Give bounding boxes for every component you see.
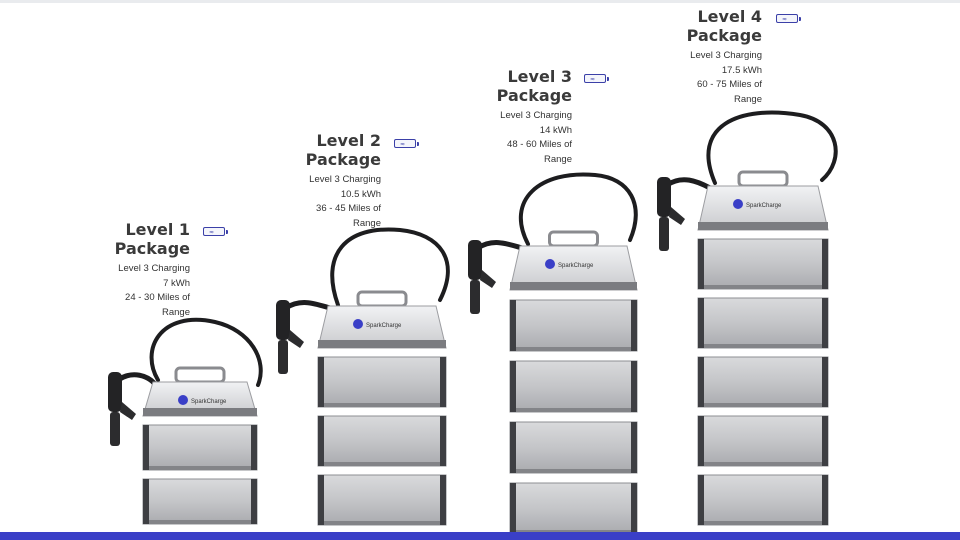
charging-cable <box>706 110 838 185</box>
charger-stack: SparkCharge <box>657 110 838 526</box>
battery-module <box>697 356 829 408</box>
package-title-sub: Package <box>496 86 572 105</box>
package-2: Level 2 Package Level 3 Charging 10.5 kW… <box>261 131 381 231</box>
footer-bar <box>0 532 960 540</box>
battery-module <box>509 360 638 413</box>
charging-type: Level 3 Charging <box>690 50 762 61</box>
capacity: 17.5 kWh <box>721 64 762 76</box>
battery-module <box>509 299 638 352</box>
ev-plug-icon <box>657 177 713 251</box>
battery-charging-icon: ≈ <box>203 227 228 236</box>
brand-label: SparkCharge <box>366 323 402 329</box>
package-title: Level 2 <box>316 131 381 150</box>
top-divider <box>0 0 960 3</box>
charger-stack: SparkCharge <box>108 318 263 525</box>
charger-head-unit: SparkCharge <box>509 230 638 291</box>
charger-head-unit: SparkCharge <box>142 366 258 417</box>
range-line: 24 - 30 Miles of <box>125 292 190 303</box>
range-line-end: Range <box>162 306 190 318</box>
sparkcharge-logo-icon <box>353 319 363 329</box>
range-line: 36 - 45 Miles of <box>316 203 381 214</box>
battery-module <box>697 238 829 290</box>
package-title: Level 3 <box>507 67 572 86</box>
charging-cable <box>149 318 263 387</box>
package-title-sub: Package <box>305 150 381 169</box>
battery-module <box>697 474 829 526</box>
capacity: 7 kWh <box>163 277 190 289</box>
range-line-end: Range <box>544 153 572 165</box>
battery-module <box>509 482 638 535</box>
battery-module <box>697 415 829 467</box>
package-title: Level 1 <box>125 220 190 239</box>
range-line: 48 - 60 Miles of <box>507 139 572 150</box>
charger-head-unit: SparkCharge <box>697 170 829 231</box>
charging-type: Level 3 Charging <box>118 263 190 274</box>
sparkcharge-logo-icon <box>733 199 743 209</box>
battery-module <box>509 421 638 474</box>
range-line-end: Range <box>353 217 381 229</box>
brand-label: SparkCharge <box>558 263 594 269</box>
battery-module <box>142 478 258 525</box>
package-4: Level 4 Package Level 3 Charging 17.5 kW… <box>642 7 762 107</box>
capacity: 10.5 kWh <box>340 188 381 200</box>
package-title: Level 4 <box>697 7 762 26</box>
battery-module <box>317 474 447 526</box>
range-line: 60 - 75 Miles of <box>697 79 762 90</box>
charger-stack: SparkCharge <box>276 227 450 526</box>
battery-module <box>317 356 447 408</box>
charger-stack: SparkCharge <box>468 172 638 535</box>
charging-type: Level 3 Charging <box>309 174 381 185</box>
charging-cable <box>518 172 638 246</box>
battery-charging-icon: ≈ <box>584 74 609 83</box>
sparkcharge-logo-icon <box>178 395 188 405</box>
charger-head-unit: SparkCharge <box>317 290 447 349</box>
charging-cable <box>330 227 450 307</box>
brand-label: SparkCharge <box>746 203 782 209</box>
sparkcharge-logo-icon <box>545 259 555 269</box>
battery-module <box>142 424 258 471</box>
package-3: Level 3 Package Level 3 Charging 14 kWh … <box>452 67 572 167</box>
capacity: 14 kWh <box>539 124 572 136</box>
range-line-end: Range <box>734 93 762 105</box>
charging-type: Level 3 Charging <box>500 110 572 121</box>
package-1: Level 1 Package Level 3 Charging 7 kWh 2… <box>84 220 190 320</box>
battery-module <box>317 415 447 467</box>
battery-charging-icon: ≈ <box>776 14 801 23</box>
package-title-sub: Package <box>114 239 190 258</box>
package-title-sub: Package <box>686 26 762 45</box>
ev-plug-icon <box>276 300 333 374</box>
battery-charging-icon: ≈ <box>394 139 419 148</box>
brand-label: SparkCharge <box>191 399 227 405</box>
ev-plug-icon <box>468 240 525 314</box>
battery-module <box>697 297 829 349</box>
